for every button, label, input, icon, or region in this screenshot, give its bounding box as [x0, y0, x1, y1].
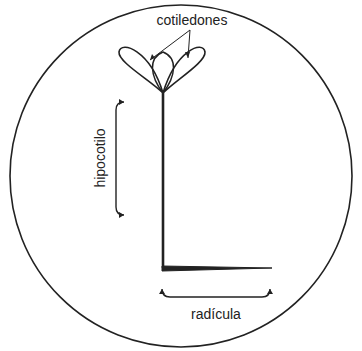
cotyledon	[163, 47, 205, 93]
part-label: radícula	[191, 307, 241, 321]
leader-line	[150, 30, 190, 60]
bracket-arrowhead	[119, 99, 124, 105]
radicle-root	[162, 266, 272, 271]
bracket	[116, 102, 124, 215]
part-label: cotiledones	[157, 13, 228, 27]
bracket-arrowhead	[119, 212, 124, 218]
part-label: hipocotilo	[93, 128, 107, 187]
bracket-arrowhead	[159, 289, 165, 294]
cotyledon	[119, 47, 163, 93]
leader-arrowhead	[150, 54, 155, 60]
cotyledon	[152, 52, 173, 93]
bracket	[162, 289, 270, 297]
dish-outline	[10, 5, 352, 347]
hypocotyl-stem	[162, 93, 165, 268]
bracket-arrowhead	[267, 289, 273, 294]
leader-arrowhead	[185, 52, 190, 58]
